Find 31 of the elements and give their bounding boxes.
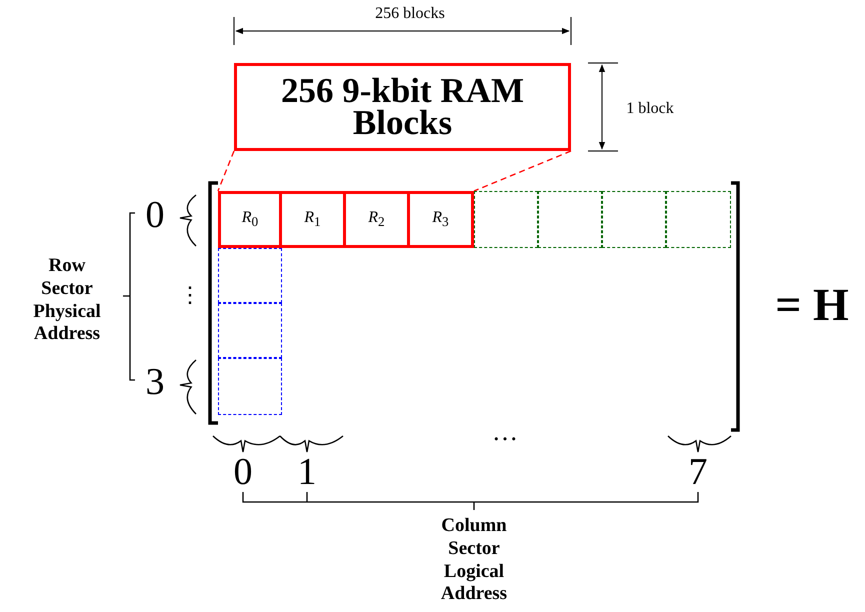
ellipsis: ⋮	[179, 283, 201, 308]
ram-block-cell	[218, 191, 282, 248]
box-title: 256 9-kbit RAM Blocks	[280, 74, 526, 140]
block-label: R$_{2}$	[368, 210, 385, 229]
ram-block-cell	[410, 191, 474, 248]
zoom-line	[474, 150, 572, 192]
empty-block-cell	[666, 191, 731, 248]
axis-title: Column Sector Logical Address	[440, 515, 508, 606]
column-index: 0	[234, 452, 252, 494]
column-index: 7	[688, 452, 708, 494]
ellipsis: …	[492, 418, 518, 447]
ram-block-cell	[346, 191, 410, 248]
row-index: 3	[146, 362, 164, 404]
ram-block-cell	[282, 191, 346, 248]
empty-block-cell	[218, 358, 282, 415]
dimension-label: 1 block	[626, 100, 674, 118]
block-label: R$_{0}$	[242, 210, 258, 229]
empty-block-cell	[474, 191, 538, 248]
matrix-equation: = H	[775, 280, 849, 331]
dimension-label: 256 blocks	[375, 5, 445, 23]
block-label: R$_{1}$	[304, 210, 321, 229]
empty-block-cell	[218, 248, 282, 303]
zoom-line	[217, 150, 235, 192]
empty-block-cell	[602, 191, 666, 248]
row-index: 0	[146, 195, 164, 237]
column-index: 1	[298, 452, 316, 494]
empty-block-cell	[538, 191, 602, 248]
axis-title: Row Sector Physical Address	[32, 255, 102, 346]
memory-block-box	[234, 63, 571, 151]
empty-block-cell	[218, 303, 282, 358]
block-label: R$_{3}$	[432, 210, 449, 229]
